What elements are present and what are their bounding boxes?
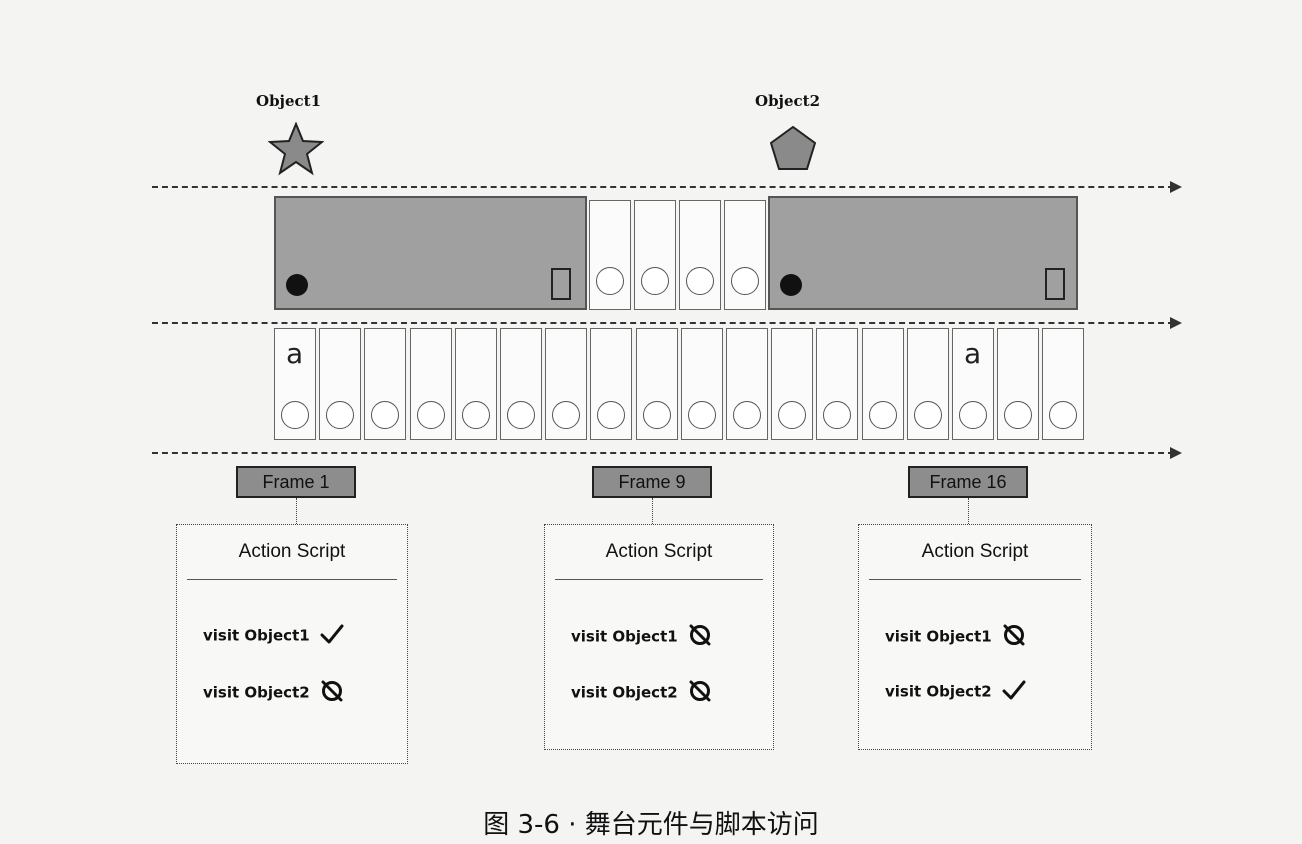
checkmark-icon [1002, 679, 1026, 705]
visit-row: visit Object2 [203, 679, 344, 707]
keyframe-block-object2 [768, 196, 1078, 310]
visit-row: visit Object1 [885, 623, 1026, 651]
frame-label-tag: Frame 1 [236, 466, 356, 498]
empty-frame-cell [724, 200, 766, 310]
empty-frame-circle-icon [371, 401, 400, 429]
action-script-divider [869, 579, 1081, 580]
action-script-box: Action Script visit Object1 visit Object2 [858, 524, 1092, 750]
script-frame-cell [319, 328, 362, 440]
empty-frame-cell [589, 200, 631, 310]
arrow-right-icon [1170, 181, 1182, 193]
empty-frame-circle-icon [823, 401, 852, 429]
frame-connector [296, 498, 297, 524]
empty-frame-circle-icon [596, 267, 624, 295]
empty-frame-cell [634, 200, 676, 310]
visit-row: visit Object2 [885, 679, 1026, 705]
arrow-right-icon [1170, 447, 1182, 459]
empty-frame-circle-icon [461, 401, 490, 429]
empty-frame-circle-icon [641, 267, 669, 295]
empty-frame-circle-icon [778, 401, 807, 429]
prohibited-icon [688, 623, 712, 651]
action-script-divider [555, 579, 763, 580]
script-frame-cell [771, 328, 814, 440]
checkmark-icon [320, 623, 344, 649]
empty-frame-circle-icon [1004, 401, 1033, 429]
empty-frame-circle-icon [552, 401, 581, 429]
script-frame-cell [635, 328, 678, 440]
script-frame-cell [906, 328, 949, 440]
script-frame-cell [726, 328, 768, 440]
object2-label: Object2 [755, 92, 821, 110]
empty-frame-circle-icon [597, 401, 626, 429]
keyframe-dot-icon [780, 274, 802, 296]
timeline-line-top [152, 186, 1174, 188]
empty-frame-circle-icon [868, 401, 897, 429]
action-script-marker: a [286, 337, 304, 370]
empty-frame-circle-icon [326, 401, 355, 429]
timeline-line-bottom [152, 452, 1174, 454]
empty-frame-circle-icon [959, 401, 987, 429]
action-script-marker: a [964, 337, 982, 370]
keyframe-block-object1 [274, 196, 587, 310]
visit-row: visit Object1 [571, 623, 712, 651]
script-frame-cell [861, 328, 904, 440]
frame-connector [652, 498, 653, 524]
visit-text: visit Object2 [885, 682, 992, 701]
empty-frame-circle-icon [731, 267, 759, 295]
end-frame-marker-icon [551, 268, 571, 300]
action-script-box: Action Script visit Object1 visit Object2 [176, 524, 408, 764]
script-frame-cell [680, 328, 723, 440]
empty-frame-cell [679, 200, 721, 310]
empty-frame-circle-icon [687, 401, 716, 429]
empty-frame-circle-icon [913, 401, 942, 429]
visit-text: visit Object1 [203, 626, 310, 645]
star-icon [268, 122, 324, 176]
action-script-box: Action Script visit Object1 visit Object2 [544, 524, 774, 750]
visit-row: visit Object1 [203, 623, 344, 649]
script-frame-cell [500, 328, 542, 440]
visit-text: visit Object1 [571, 627, 678, 646]
prohibited-icon [688, 679, 712, 707]
object1-label: Object1 [256, 92, 322, 110]
script-frame-cell [454, 328, 497, 440]
script-frame-cell [997, 328, 1040, 440]
script-frame-cell [364, 328, 407, 440]
visit-text: visit Object2 [203, 683, 310, 702]
action-script-divider [187, 579, 397, 580]
action-script-title: Action Script [605, 541, 713, 562]
visit-text: visit Object2 [571, 683, 678, 702]
end-frame-marker-icon [1045, 268, 1065, 300]
keyframe-dot-icon [286, 274, 308, 296]
action-script-title: Action Script [921, 541, 1029, 562]
timeline-line-middle [152, 322, 1174, 324]
empty-frame-circle-icon [733, 401, 761, 429]
script-frame-cell [590, 328, 633, 440]
empty-frame-circle-icon [686, 267, 714, 295]
empty-frame-circle-icon [507, 401, 535, 429]
pentagon-icon [769, 125, 817, 170]
prohibited-icon [1002, 623, 1026, 651]
script-frame-cell [816, 328, 859, 440]
figure-caption: 图 3-6 · 舞台元件与脚本访问 [483, 810, 819, 840]
visit-row: visit Object2 [571, 679, 712, 707]
frame-label-tag: Frame 16 [908, 466, 1028, 498]
frame-label-tag: Frame 9 [592, 466, 712, 498]
script-frame-cell: a [952, 328, 994, 440]
script-frame-cell: a [274, 328, 316, 440]
empty-frame-circle-icon [281, 401, 309, 429]
frame-connector [968, 498, 969, 524]
script-frame-cell [409, 328, 452, 440]
empty-frame-circle-icon [1049, 401, 1078, 429]
empty-frame-circle-icon [642, 401, 671, 429]
arrow-right-icon [1170, 317, 1182, 329]
script-frame-cell [1042, 328, 1085, 440]
script-frame-cell [545, 328, 588, 440]
prohibited-icon [320, 679, 344, 707]
empty-frame-circle-icon [416, 401, 445, 429]
action-script-title: Action Script [238, 541, 346, 562]
visit-text: visit Object1 [885, 627, 992, 646]
